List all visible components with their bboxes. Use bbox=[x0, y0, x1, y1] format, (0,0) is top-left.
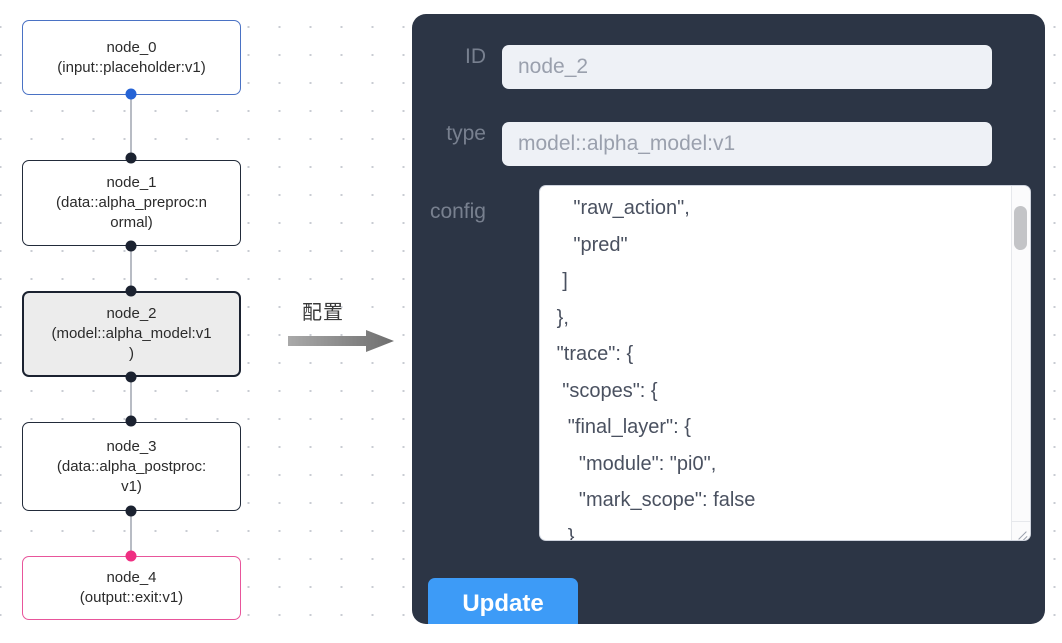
id-field-label: ID bbox=[465, 45, 486, 68]
graph-node-label: node_3 (data::alpha_postproc: v1) bbox=[56, 437, 207, 495]
update-button[interactable]: Update bbox=[428, 578, 578, 624]
config-textarea[interactable]: "raw_action", "pred" ] }, "trace": { "sc… bbox=[540, 186, 1030, 540]
transition-arrow-group: 配置 bbox=[288, 296, 398, 358]
graph-node-label: node_1 (data::alpha_preproc:n ormal) bbox=[56, 174, 207, 231]
port-node_4-in[interactable] bbox=[125, 550, 137, 562]
edge-node2-node3 bbox=[130, 376, 132, 422]
id-input[interactable]: node_2 bbox=[502, 45, 992, 89]
edge-node3-node4 bbox=[130, 511, 132, 556]
type-input[interactable]: model::alpha_model:v1 bbox=[502, 122, 992, 166]
config-resize-handle[interactable] bbox=[1011, 521, 1030, 540]
graph-node-node_4[interactable]: node_4 (output::exit:v1) bbox=[22, 556, 241, 620]
port-node_3-in[interactable] bbox=[125, 415, 137, 427]
graph-node-label: node_0 (input::placeholder:v1) bbox=[57, 38, 206, 76]
graph-node-node_2[interactable]: node_2 (model::alpha_model:v1 ) bbox=[22, 291, 241, 377]
graph-node-label: node_2 (model::alpha_model:v1 ) bbox=[51, 305, 212, 362]
port-node_3-out[interactable] bbox=[125, 505, 137, 517]
graph-node-node_0[interactable]: node_0 (input::placeholder:v1) bbox=[22, 20, 241, 95]
field-row-type: type model::alpha_model:v1 bbox=[412, 122, 1045, 166]
type-field-label: type bbox=[446, 122, 486, 145]
config-textarea-content[interactable]: "raw_action", "pred" ] }, "trace": { "sc… bbox=[556, 197, 756, 540]
config-scrollbar-track[interactable] bbox=[1011, 186, 1030, 522]
edge-node0-node1 bbox=[130, 90, 132, 160]
right-arrow-icon bbox=[288, 330, 394, 352]
port-node_1-in[interactable] bbox=[125, 152, 137, 164]
edge-node1-node2 bbox=[130, 246, 132, 292]
port-node_0-out[interactable] bbox=[125, 88, 137, 100]
arrow-caption: 配置 bbox=[302, 300, 344, 324]
config-scrollbar-thumb[interactable] bbox=[1014, 206, 1027, 250]
port-node_2-out[interactable] bbox=[125, 371, 137, 383]
node-config-panel: ID node_2 type model::alpha_model:v1 con… bbox=[412, 14, 1045, 624]
graph-node-label: node_4 (output::exit:v1) bbox=[79, 569, 184, 606]
port-node_1-out[interactable] bbox=[125, 240, 137, 252]
graph-node-node_1[interactable]: node_1 (data::alpha_preproc:n ormal) bbox=[22, 160, 241, 246]
field-row-config: config bbox=[412, 200, 1045, 224]
config-field-label: config bbox=[429, 200, 486, 223]
field-row-id: ID node_2 bbox=[412, 45, 1045, 89]
graph-node-node_3[interactable]: node_3 (data::alpha_postproc: v1) bbox=[22, 422, 241, 511]
port-node_2-in[interactable] bbox=[125, 285, 137, 297]
